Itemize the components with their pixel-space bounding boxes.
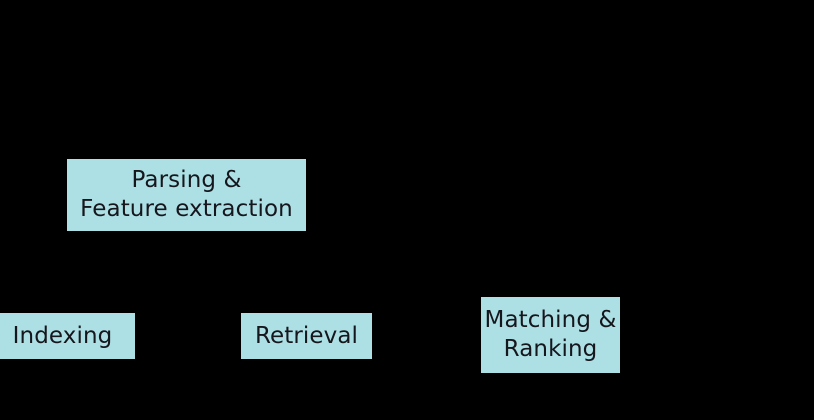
node-indexing-label: Indexing [12, 322, 113, 349]
node-parsing-and-feature-extraction[interactable]: Parsing & Feature extraction [67, 159, 306, 231]
node-indexing[interactable]: Indexing [0, 313, 135, 359]
node-matching-and-ranking-label: Matching & Ranking [484, 307, 617, 362]
node-parsing-and-feature-extraction-label: Parsing & Feature extraction [80, 167, 293, 222]
node-matching-and-ranking[interactable]: Matching & Ranking [481, 297, 620, 373]
node-retrieval[interactable]: Retrieval [241, 313, 372, 359]
node-retrieval-label: Retrieval [254, 322, 359, 349]
